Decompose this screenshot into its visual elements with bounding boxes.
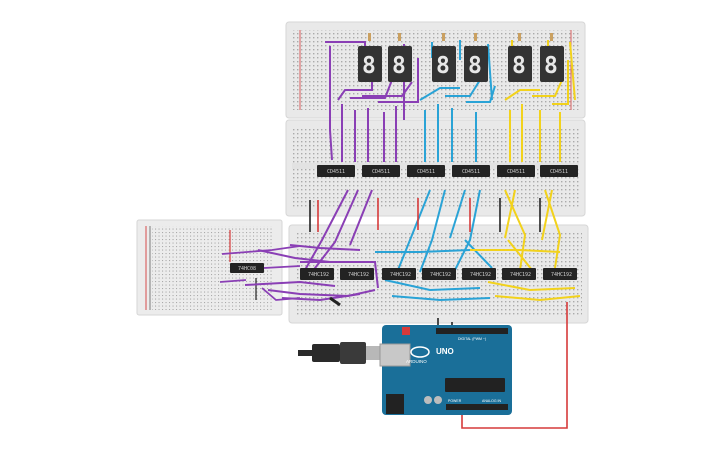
decoder-chip[interactable]: CD4511 [362, 165, 400, 177]
arduino-digital-label: DIGITAL (PWM ~) [458, 337, 486, 341]
display-digit: 8 [362, 53, 376, 79]
display-digit: 8 [392, 53, 406, 79]
wires-power [309, 198, 568, 429]
chip-label: 74HC192 [470, 272, 491, 278]
wires-purple-left [219, 245, 301, 301]
seven-segment-display[interactable]: 8 [388, 46, 412, 82]
chip-label: CD4511 [507, 169, 525, 175]
counter-chip[interactable]: 74HC192 [300, 268, 334, 280]
usb-cable[interactable] [298, 342, 382, 364]
display-digit: 8 [512, 53, 526, 79]
display-digit: 8 [544, 53, 558, 79]
decoder-chip[interactable]: CD4511 [540, 165, 578, 177]
chip-label: 74HC08 [238, 266, 256, 272]
side-chip[interactable]: 74HC08 [230, 263, 264, 273]
arduino-power-label: POWER [448, 399, 462, 403]
chip-label: 74HC192 [390, 272, 411, 278]
decoder-chips: CD4511 CD4511 CD4511 CD4511 CD4511 CD451… [317, 165, 578, 177]
seven-segment-display[interactable]: 8 [508, 46, 532, 82]
counter-chip[interactable]: 74HC192 [422, 268, 456, 280]
counter-chip[interactable]: 74HC192 [382, 268, 416, 280]
chip-label: 74HC192 [308, 272, 329, 278]
arduino-brand: ARDUINO [406, 359, 427, 364]
arduino-uno[interactable]: UNO ARDUINO DIGITAL (PWM ~) POWER ANALOG… [379, 325, 512, 415]
seven-segment-display[interactable]: 8 [358, 46, 382, 82]
seven-segment-display[interactable]: 8 [432, 46, 456, 82]
chip-label: 74HC192 [430, 272, 451, 278]
chip-label: CD4511 [462, 169, 480, 175]
wires-blue [375, 40, 496, 302]
counter-chip[interactable]: 74HC192 [462, 268, 496, 280]
counter-chips: 74HC192 74HC192 74HC192 74HC192 74HC192 … [300, 268, 577, 280]
arduino-model: UNO [436, 347, 454, 356]
seven-segment-displays: 8 8 8 8 8 8 [358, 46, 564, 82]
decoder-chip[interactable]: CD4511 [407, 165, 445, 177]
chip-label: 74HC192 [348, 272, 369, 278]
decoder-chip[interactable]: CD4511 [452, 165, 490, 177]
decoder-chip[interactable]: CD4511 [317, 165, 355, 177]
chip-label: CD4511 [550, 169, 568, 175]
resistors [368, 33, 553, 41]
chip-label: 74HC192 [510, 272, 531, 278]
seven-segment-display[interactable]: 8 [464, 46, 488, 82]
chip-label: CD4511 [417, 169, 435, 175]
counter-chip[interactable]: 74HC192 [340, 268, 374, 280]
chip-label: CD4511 [372, 169, 390, 175]
chip-label: CD4511 [327, 169, 345, 175]
decoder-chip[interactable]: CD4511 [497, 165, 535, 177]
counter-chip[interactable]: 74HC192 [543, 268, 577, 280]
arduino-analog-label: ANALOG IN [482, 399, 502, 403]
display-digit: 8 [468, 53, 482, 79]
display-digit: 8 [436, 53, 450, 79]
chip-label: 74HC192 [551, 272, 572, 278]
breadboard-small[interactable] [136, 219, 283, 316]
counter-chip[interactable]: 74HC192 [502, 268, 536, 280]
seven-segment-display[interactable]: 8 [540, 46, 564, 82]
